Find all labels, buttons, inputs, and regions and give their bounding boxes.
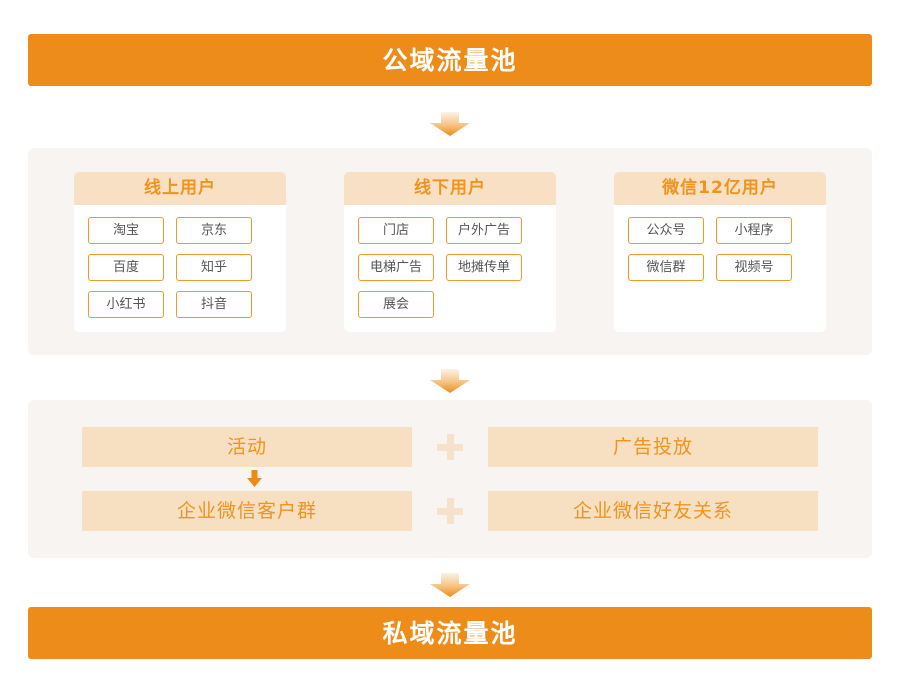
conversion-box-label: 活动 [226, 435, 267, 458]
source-card-online-title: 线上用户 [144, 178, 216, 198]
tag-label: 微信群 [646, 260, 686, 275]
source-card-online-tags: 淘宝 京东 百度 知乎 小红书 抖音 [74, 205, 286, 332]
tag-item[interactable]: 地摊传单 [446, 254, 522, 281]
tag-label: 抖音 [200, 297, 227, 312]
plus-icon [412, 427, 488, 467]
conversion-row: 活动 广告投放 [82, 427, 818, 487]
source-card-offline-header: 线下用户 [344, 172, 556, 205]
arrow-down-icon [430, 573, 470, 597]
tag-label: 门店 [382, 223, 409, 238]
inline-arrow-wrapper [82, 467, 818, 491]
conversion-box-label: 企业微信客户群 [176, 499, 317, 522]
tag-item[interactable]: 百度 [88, 254, 164, 281]
tag-item[interactable]: 户外广告 [446, 217, 522, 244]
source-card-online: 线上用户 淘宝 京东 百度 知乎 小红书 抖音 [74, 172, 286, 332]
conversion-box-label: 广告投放 [612, 435, 693, 458]
conversion-box-label: 企业微信好友关系 [572, 499, 733, 522]
tag-item[interactable]: 抖音 [176, 291, 252, 318]
tag-label: 知乎 [200, 260, 227, 275]
tag-label: 小程序 [734, 223, 774, 238]
tag-item[interactable]: 门店 [358, 217, 434, 244]
tag-item[interactable]: 视频号 [716, 254, 792, 281]
public-traffic-pool-label: 公域流量池 [382, 45, 518, 75]
private-traffic-pool-banner: 私域流量池 [28, 607, 872, 659]
source-card-offline-tags: 门店 户外广告 电梯广告 地摊传单 展会 [344, 205, 556, 332]
public-traffic-pool-banner: 公域流量池 [28, 34, 872, 86]
tag-label: 公众号 [646, 223, 686, 238]
tag-label: 地摊传单 [457, 260, 510, 275]
arrow-down-small-icon [247, 470, 262, 487]
conversion-box-activity[interactable]: 活动 [82, 427, 412, 467]
source-card-offline-title: 线下用户 [414, 178, 486, 198]
conversion-box-friend-relation[interactable]: 企业微信好友关系 [488, 491, 818, 531]
tag-item[interactable]: 淘宝 [88, 217, 164, 244]
source-card-wechat-tags: 公众号 小程序 微信群 视频号 [614, 205, 826, 332]
source-card-wechat: 微信12亿用户 公众号 小程序 微信群 视频号 [614, 172, 826, 332]
arrow-down-icon [430, 112, 470, 136]
source-card-wechat-header: 微信12亿用户 [614, 172, 826, 205]
traffic-sources-panel: 线上用户 淘宝 京东 百度 知乎 小红书 抖音 线下用户 门店 户外 [28, 148, 872, 355]
conversion-row: 企业微信客户群 企业微信好友关系 [82, 491, 818, 531]
source-cards-row: 线上用户 淘宝 京东 百度 知乎 小红书 抖音 线下用户 门店 户外 [74, 172, 826, 332]
conversion-panel: 活动 广告投放 企业微信客户群 [28, 400, 872, 558]
tag-label: 百度 [112, 260, 139, 275]
source-card-offline: 线下用户 门店 户外广告 电梯广告 地摊传单 展会 [344, 172, 556, 332]
tag-label: 视频号 [734, 260, 774, 275]
conversion-box-ad-placement[interactable]: 广告投放 [488, 427, 818, 467]
conversion-box-customer-group[interactable]: 企业微信客户群 [82, 491, 412, 531]
tag-label: 展会 [382, 297, 409, 312]
tag-item[interactable]: 电梯广告 [358, 254, 434, 281]
conversion-grid: 活动 广告投放 企业微信客户群 [82, 427, 818, 531]
tag-label: 电梯广告 [369, 260, 422, 275]
tag-label: 京东 [200, 223, 227, 238]
tag-label: 淘宝 [112, 223, 139, 238]
arrow-down-icon [430, 369, 470, 393]
tag-item[interactable]: 知乎 [176, 254, 252, 281]
tag-label: 户外广告 [457, 223, 510, 238]
tag-item[interactable]: 小红书 [88, 291, 164, 318]
source-card-wechat-title: 微信12亿用户 [662, 178, 778, 198]
source-card-online-header: 线上用户 [74, 172, 286, 205]
plus-icon [412, 491, 488, 531]
tag-item[interactable]: 小程序 [716, 217, 792, 244]
tag-item[interactable]: 京东 [176, 217, 252, 244]
tag-item[interactable]: 展会 [358, 291, 434, 318]
private-traffic-pool-label: 私域流量池 [382, 618, 518, 648]
tag-item[interactable]: 公众号 [628, 217, 704, 244]
tag-label: 小红书 [106, 297, 146, 312]
tag-item[interactable]: 微信群 [628, 254, 704, 281]
